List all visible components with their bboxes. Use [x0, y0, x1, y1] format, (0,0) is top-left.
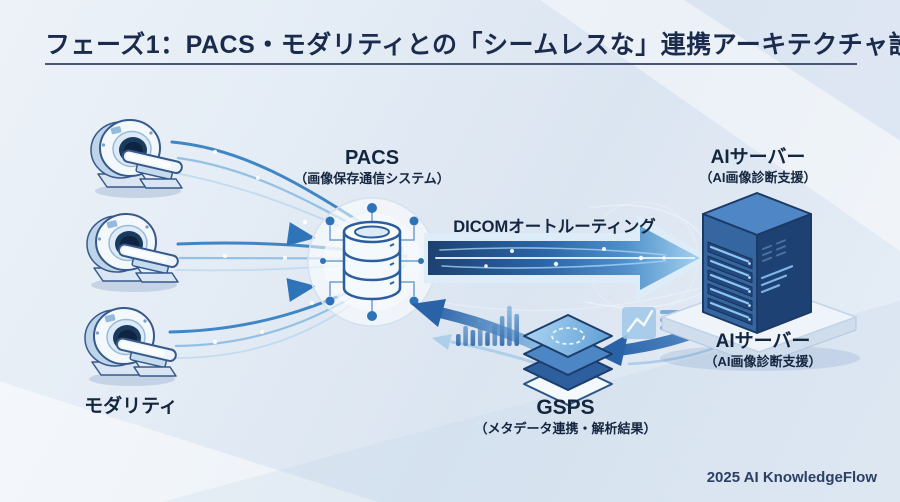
dicom-routing-label: DICOMオートルーティング — [453, 218, 656, 236]
return-arrow-gsps-to-pacs — [411, 299, 547, 368]
pacs-name: PACS — [344, 147, 400, 169]
ai-server-label-bottom: AIサーバー （AI画像診断支援） — [668, 330, 858, 370]
pacs-description: （画像保存通信システム） — [294, 171, 450, 186]
flow-arrowheads — [286, 222, 316, 302]
modality-label: モダリティ — [84, 396, 178, 417]
ai-server-label-top: AIサーバー （AI画像診断支援） — [663, 146, 853, 186]
bar-chart-icon — [456, 306, 519, 346]
ai-server-caption-description: （AI画像診断支援） — [704, 353, 822, 369]
network-nodes — [320, 203, 424, 321]
page-title: フェーズ1：PACS・モダリティとの「シームレスな」連携アーキテクチャ設計 — [45, 31, 900, 59]
ai-server-caption-name: AIサーバー — [715, 331, 811, 352]
ct-scanner-icon — [86, 213, 180, 293]
pacs-label: PACS （画像保存通信システム） — [278, 146, 466, 187]
ai-server-description: （AI画像診断支援） — [699, 169, 817, 185]
gsps-name: GSPS — [536, 396, 595, 419]
server-icon — [702, 192, 812, 334]
layer-stack-icon — [523, 314, 613, 406]
ai-server-name: AIサーバー — [710, 147, 806, 168]
ct-scanner-icon — [84, 307, 178, 387]
database-icon — [342, 220, 402, 301]
gsps-description: （メタデータ連携・解析結果） — [474, 421, 657, 437]
title-underline — [45, 63, 857, 65]
footer-credit: 2025 AI KnowledgeFlow — [706, 469, 877, 486]
dicom-arrow — [424, 214, 710, 302]
ct-scanner-icon — [90, 119, 184, 199]
gsps-label: GSPS （メタデータ連携・解析結果） — [468, 395, 663, 438]
